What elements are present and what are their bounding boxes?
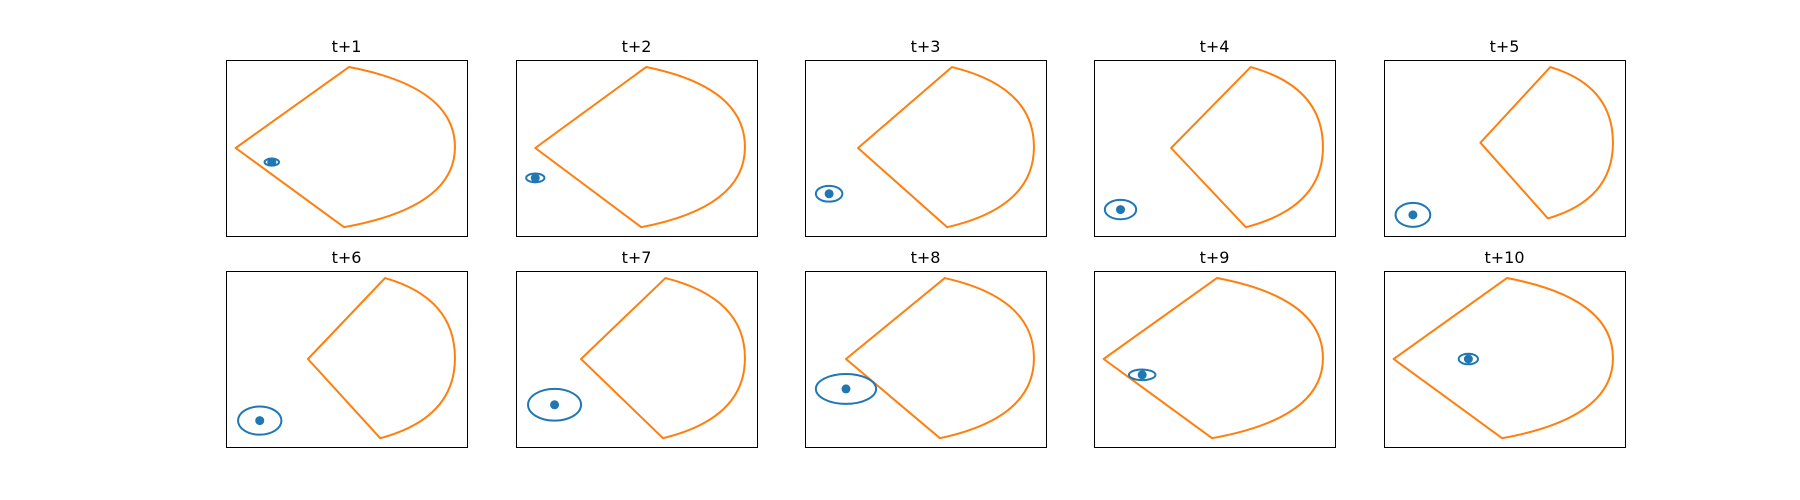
uncertainty-ellipse <box>1103 198 1138 221</box>
vision-cone <box>1479 66 1614 220</box>
subplot-title: t+7 <box>622 248 652 267</box>
agent-point <box>1408 210 1418 220</box>
subplot-frame <box>1384 271 1626 448</box>
subplot: t+1 <box>226 37 468 237</box>
subplot: t+4 <box>1094 37 1336 237</box>
agent-point <box>267 157 277 167</box>
subplot-title: t+2 <box>622 37 652 56</box>
subplot-frame <box>1094 271 1336 448</box>
subplot-title: t+10 <box>1484 248 1524 267</box>
subplot-frame <box>516 60 758 237</box>
subplot-title: t+1 <box>332 37 362 56</box>
subplot: t+8 <box>805 248 1047 448</box>
vision-cone <box>1392 277 1614 440</box>
agent-point <box>824 189 834 199</box>
subplot-frame <box>1094 60 1336 237</box>
agent-point <box>1116 205 1126 215</box>
vision-cone <box>844 277 1035 440</box>
agent-point <box>550 400 560 410</box>
uncertainty-ellipse <box>1394 201 1432 228</box>
subplot-title: t+8 <box>911 248 941 267</box>
subplot: t+5 <box>1384 37 1626 237</box>
uncertainty-ellipse <box>1127 368 1157 382</box>
vision-cone <box>306 277 456 440</box>
uncertainty-ellipse <box>237 405 283 436</box>
subplot-frame <box>226 60 468 237</box>
vision-cone <box>1102 277 1324 440</box>
uncertainty-ellipse <box>814 372 878 405</box>
subplot-title: t+9 <box>1200 248 1230 267</box>
subplot: t+10 <box>1384 248 1626 448</box>
subplot: t+2 <box>516 37 758 237</box>
agent-point <box>255 416 265 426</box>
subplot-title: t+4 <box>1200 37 1230 56</box>
uncertainty-ellipse <box>1457 352 1479 366</box>
vision-cone <box>857 66 1035 229</box>
subplot-title: t+5 <box>1490 37 1520 56</box>
subplot-title: t+6 <box>332 248 362 267</box>
subplot-frame <box>805 271 1047 448</box>
vision-cone <box>534 66 746 229</box>
subplot: t+6 <box>226 248 468 448</box>
subplot-frame <box>226 271 468 448</box>
subplot: t+3 <box>805 37 1047 237</box>
subplot: t+9 <box>1094 248 1336 448</box>
uncertainty-ellipse <box>527 387 583 422</box>
agent-point <box>1463 354 1473 364</box>
agent-point <box>530 173 540 183</box>
subplot-title: t+3 <box>911 37 941 56</box>
subplot: t+7 <box>516 248 758 448</box>
agent-point <box>841 384 851 394</box>
agent-point <box>1137 370 1147 380</box>
vision-cone <box>234 66 456 229</box>
subplot-frame <box>805 60 1047 237</box>
vision-cone <box>580 277 746 440</box>
uncertainty-ellipse <box>814 184 844 203</box>
vision-cone <box>1170 66 1324 229</box>
